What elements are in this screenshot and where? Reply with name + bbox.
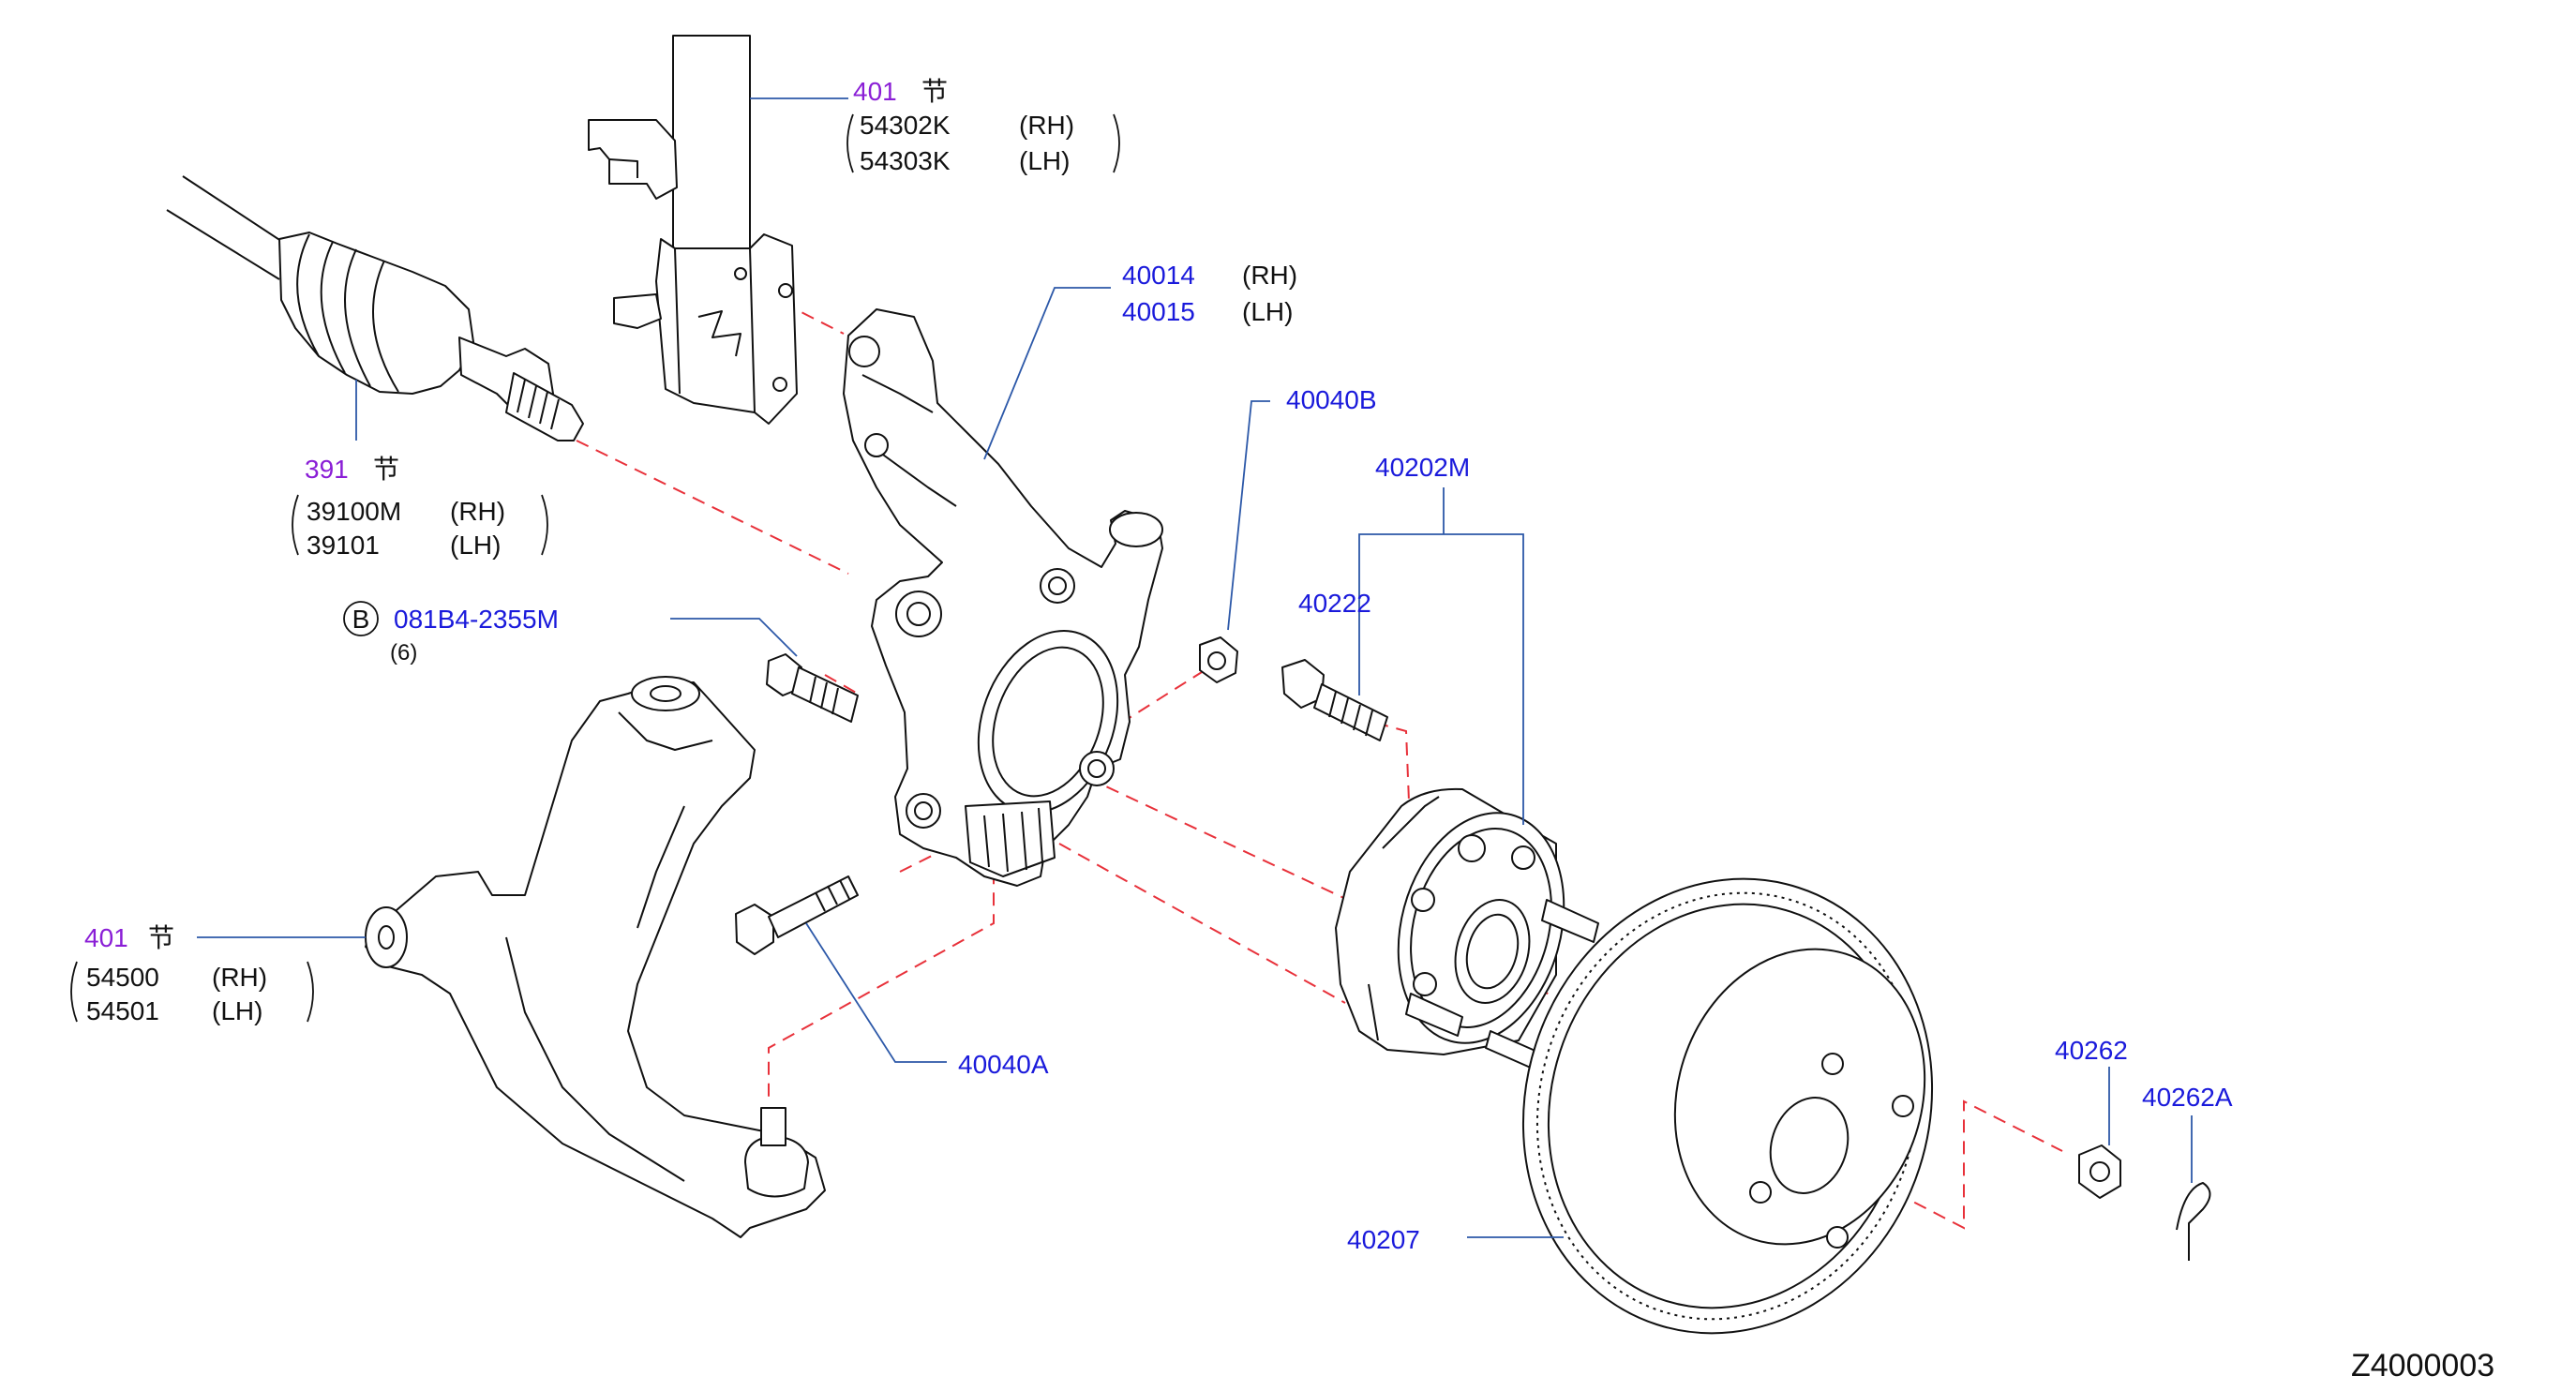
lower-arm-pn-lh: 54501 [86,996,159,1025]
driveshaft-side-rh: (RH) [450,497,505,526]
strut-ref: 401 [853,77,897,106]
bolt-b-qty: (6) [390,640,417,666]
label-40207: 40207 [1347,1225,1420,1254]
bolt-b-letter: B [352,605,370,634]
strut-mark: 节 [921,77,948,106]
knuckle-side-rh: (RH) [1242,261,1297,290]
label-40262: 40262 [2055,1036,2128,1065]
steering-knuckle-drawing [843,308,1163,887]
lower-arm-drawing [365,676,826,1238]
label-40222: 40222 [1298,589,1371,618]
label-40040a: 40040A [958,1050,1049,1079]
wheel-hub-drawing [1335,787,1599,1069]
drive-shaft-drawing [166,175,584,441]
label-40262a: 40262A [2142,1083,2233,1112]
diagram-id: Z4000003 [2351,1348,2494,1384]
driveshaft-side-lh: (LH) [450,531,501,560]
strut-assembly-drawing [588,35,798,425]
b-circle-icon [343,601,379,636]
knuckle-side-lh: (LH) [1242,297,1293,326]
label-40040b: 40040B [1286,385,1377,414]
knuckle-pn-lh: 40015 [1122,297,1195,326]
fasteners-drawing [735,636,2211,1261]
lower-arm-mark: 节 [148,923,174,952]
strut-side-lh: (LH) [1019,146,1070,175]
lower-arm-side-rh: (RH) [212,963,267,992]
driveshaft-pn-rh: 39100M [307,497,401,526]
disc-rotor-drawing [1521,877,1934,1335]
knuckle-pn-rh: 40014 [1122,261,1195,290]
strut-pn-lh: 54303K [860,146,951,175]
leader-lines [197,97,2193,1238]
strut-pn-rh: 54302K [860,111,951,140]
strut-side-rh: (RH) [1019,111,1074,140]
driveshaft-pn-lh: 39101 [307,531,380,560]
bolt-b-ref: 081B4-2355M [394,605,559,634]
lower-arm-pn-rh: 54500 [86,963,159,992]
lower-arm-side-lh: (LH) [212,996,262,1025]
driveshaft-mark: 节 [373,455,399,484]
driveshaft-ref: 391 [305,455,349,484]
label-40202m: 40202M [1375,453,1470,482]
lower-arm-ref: 401 [84,923,128,952]
